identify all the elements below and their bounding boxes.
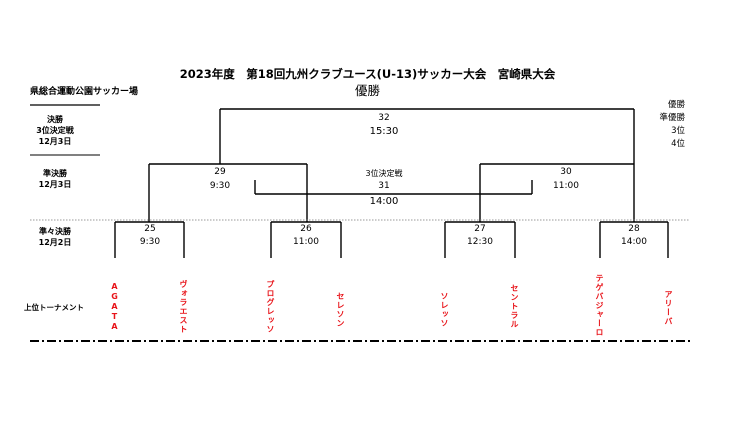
team-progresso: プログレッソ [266, 280, 275, 334]
match-29-number: 29 [214, 167, 226, 177]
legend-4th: 4位 [671, 139, 685, 149]
match-27-time: 12:30 [467, 237, 493, 247]
match-31-time: 14:00 [369, 196, 399, 207]
team-central: セントラル [510, 284, 519, 329]
legend-3rd: 3位 [671, 126, 685, 136]
legend-1st: 優勝 [667, 100, 685, 110]
team-arriba: アリーバ [664, 290, 673, 326]
match-28-time: 14:00 [621, 237, 647, 247]
match-26-time: 11:00 [293, 237, 319, 247]
match-30-number: 30 [560, 167, 572, 177]
row-label-quarter: 準々決勝 12月2日 [20, 226, 90, 248]
tournament-label: 上位トーナメント [24, 303, 84, 312]
venue-label: 県総合運動公園サッカー場 [30, 87, 139, 97]
match-32-number: 32 [378, 113, 390, 123]
team-tegevajaro: テゲバジャーロ [595, 274, 604, 337]
team-volaest: ヴォラエスト [179, 280, 188, 334]
row-quarter-line1: 準々決勝 [39, 227, 71, 236]
match-32-time: 15:30 [369, 126, 399, 137]
match-25-time: 9:30 [139, 237, 161, 247]
match-31-label: 3位決定戦 [365, 169, 403, 178]
team-solesso: ソレッソ [440, 292, 449, 328]
match-25-number: 25 [144, 224, 156, 234]
row-final-date: 12月3日 [38, 137, 72, 146]
match-27-number: 27 [474, 224, 486, 234]
row-final-line2: 3位決定戦 [36, 126, 74, 135]
row-semi-date: 12月3日 [38, 180, 72, 189]
page-title: 2023年度 第18回九州クラブユース(U-13)サッカー大会 宮崎県大会 [179, 67, 556, 81]
team-agata: AGATA [110, 282, 119, 332]
match-30-time: 11:00 [553, 181, 579, 191]
row-final-line1: 決勝 [47, 115, 63, 124]
team-selecao: セレソン [336, 292, 345, 328]
row-label-semi: 準決勝 12月3日 [20, 168, 90, 190]
row-quarter-date: 12月2日 [38, 238, 72, 247]
legend-2nd: 準優勝 [659, 113, 685, 123]
page-subtitle: 優勝 [354, 83, 380, 98]
match-31-number: 31 [378, 181, 390, 191]
row-semi-line1: 準決勝 [43, 169, 67, 178]
row-label-final: 決勝 3位決定戦 12月3日 [20, 114, 90, 147]
match-29-time: 9:30 [209, 181, 231, 191]
match-26-number: 26 [300, 224, 312, 234]
match-28-number: 28 [628, 224, 640, 234]
